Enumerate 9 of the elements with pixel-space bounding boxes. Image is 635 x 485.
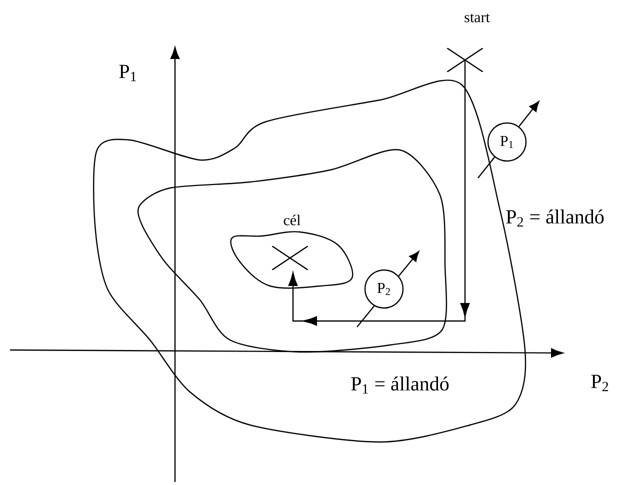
axis-label: P$_{2}$ xyxy=(591,374,608,392)
cross-mark xyxy=(272,246,308,270)
point-label: cél xyxy=(284,214,300,226)
point-label: start xyxy=(464,14,490,22)
axis-label: P$_{2}$ = állandó xyxy=(506,210,604,226)
axis-label: P$_{1}$ xyxy=(119,64,136,82)
search-path-arrow xyxy=(288,60,470,326)
axis-label: P$_{1}$ = állandó xyxy=(351,376,449,394)
cross-mark xyxy=(447,48,483,72)
